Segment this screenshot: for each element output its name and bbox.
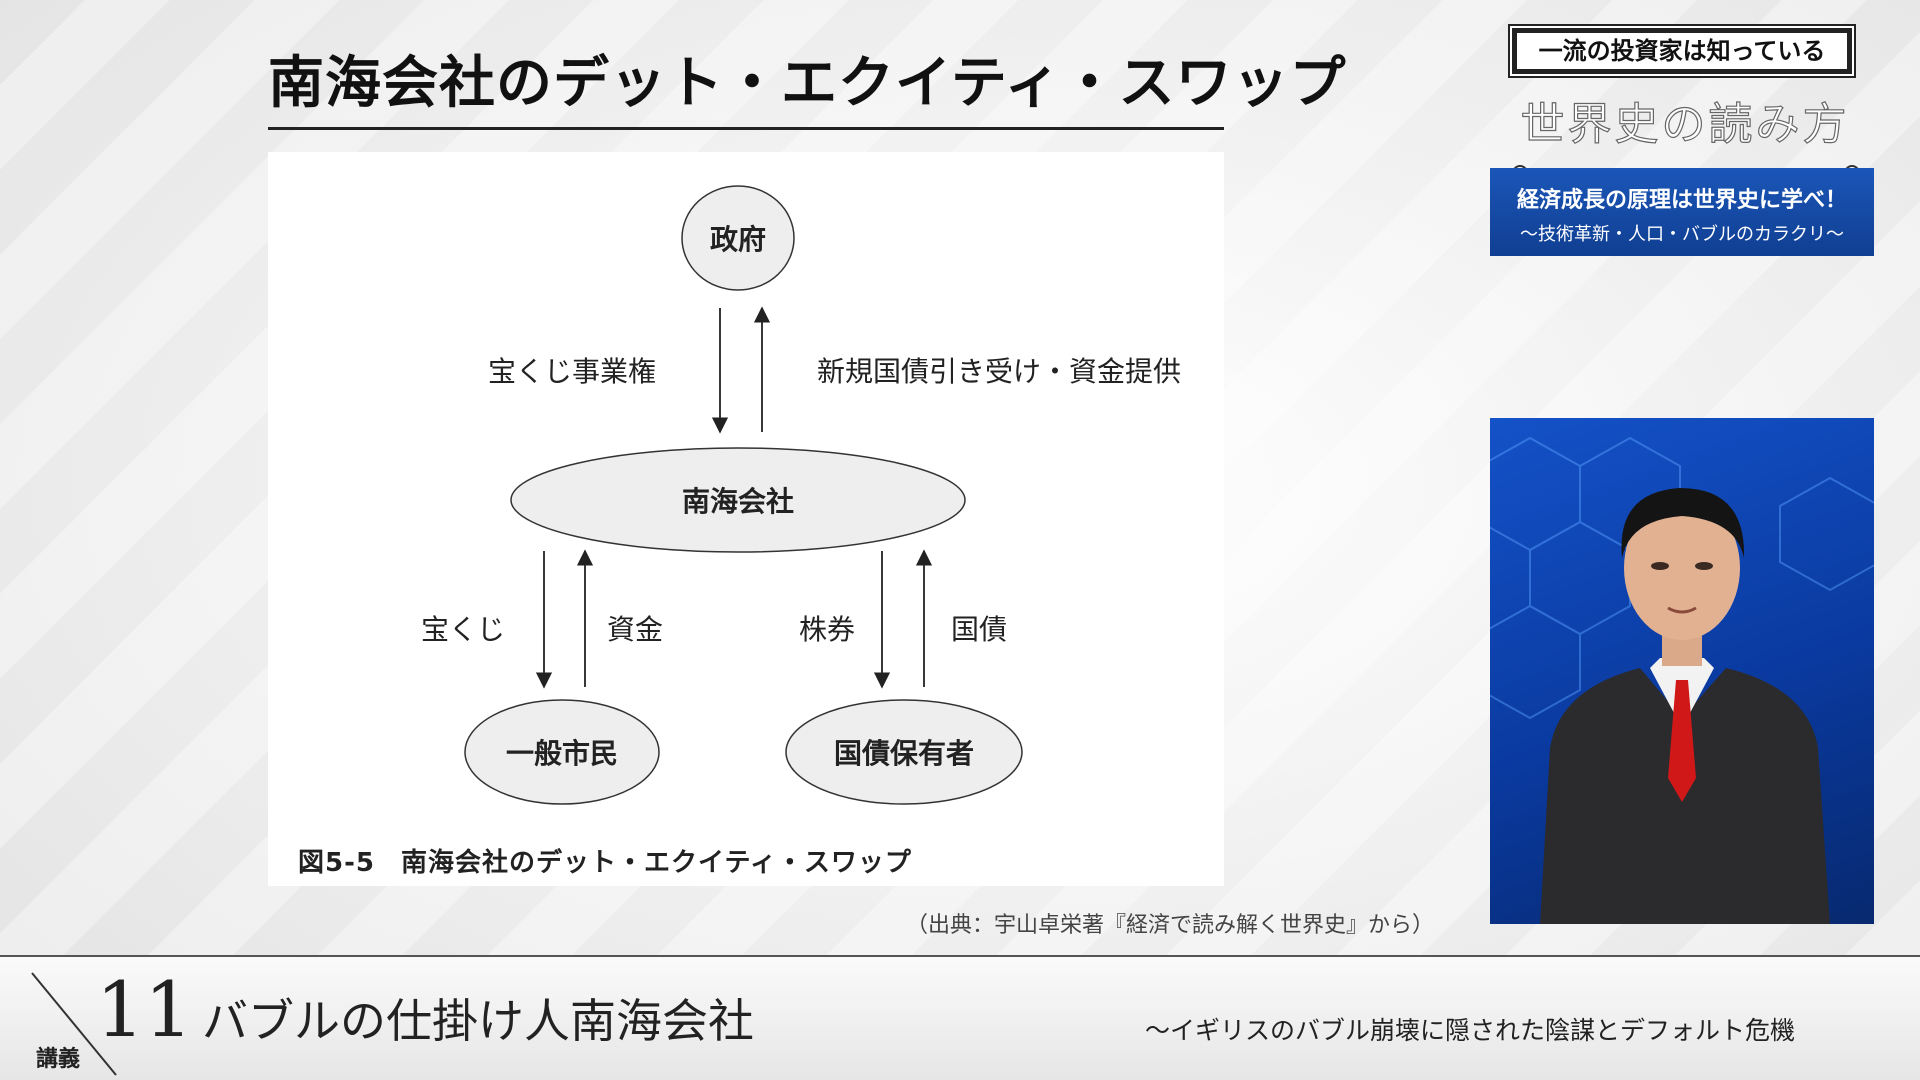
node-government-label: 政府 xyxy=(709,223,767,256)
lecture-title: バブルの仕掛け人南海会社 xyxy=(202,994,754,1048)
node-south-sea-company-shape xyxy=(510,447,966,553)
presenter-video xyxy=(1490,418,1874,924)
slide-title: 南海会社のデット・エクイティ・スワップ xyxy=(268,48,1346,130)
brand-banner-main: 経済成長の原理は世界史に学べ！ xyxy=(1516,188,1847,213)
figure-number: 図5-5 xyxy=(298,848,375,878)
figure-caption-text: 南海会社のデット・エクイティ・スワップ xyxy=(400,848,912,878)
node-citizens-label: 一般市民 xyxy=(505,737,619,770)
figure-caption: 図5-5 南海会社のデット・エクイティ・スワップ xyxy=(298,842,912,879)
diagram-graphic xyxy=(464,185,1023,805)
brand-banner: 経済成長の原理は世界史に学べ！ 〜技術革新・人口・バブルのカラクリ〜 xyxy=(1490,168,1874,256)
flow-label-bonds: 国債 xyxy=(950,613,1008,646)
node-government-shape xyxy=(681,185,795,291)
node-south-sea-company-label: 南海会社 xyxy=(681,485,795,518)
lecture-footer: 講義 11 バブルの仕掛け人南海会社 〜イギリスのバブル崩壊に隠された陰謀とデフ… xyxy=(0,955,1920,1080)
flow-label-shares: 株券 xyxy=(798,613,856,646)
flow-label-lottery: 宝くじ xyxy=(420,613,506,646)
lecture-word: 講義 xyxy=(36,1047,81,1072)
flow-label-new-bonds-funding: 新規国債引き受け・資金提供 xyxy=(816,355,1182,388)
node-citizens-shape xyxy=(464,699,660,805)
brand-tagline: 一流の投資家は知っている xyxy=(1512,28,1852,74)
node-bondholders-label: 国債保有者 xyxy=(833,737,975,770)
brand-banner-sub: 〜技術革新・人口・バブルのカラクリ〜 xyxy=(1520,224,1844,245)
lecture-number: 11 xyxy=(96,965,193,1054)
series-brand: 一流の投資家は知っている 世界史の読み方 経済成長の原理は世界史に学べ！ 〜技術… xyxy=(1490,28,1874,258)
node-bondholders-shape xyxy=(785,699,1023,805)
flow-label-funds: 資金 xyxy=(606,613,664,646)
lecture-subtitle: 〜イギリスのバブル崩壊に隠された陰謀とデフォルト危機 xyxy=(1145,1016,1796,1045)
footer-slash-decoration xyxy=(31,972,117,1076)
source-note: （出典：宇山卓栄著『経済で読み解く世界史』から） xyxy=(906,913,1435,938)
presenter-image xyxy=(1490,436,1874,924)
flow-label-lottery-rights: 宝くじ事業権 xyxy=(487,355,657,388)
diagram-panel: 政府 南海会社 一般市民 国債保有者 宝くじ事業権 新規国債引き受け・資金提供 … xyxy=(268,152,1224,886)
brand-title: 世界史の読み方 xyxy=(1520,98,1850,150)
